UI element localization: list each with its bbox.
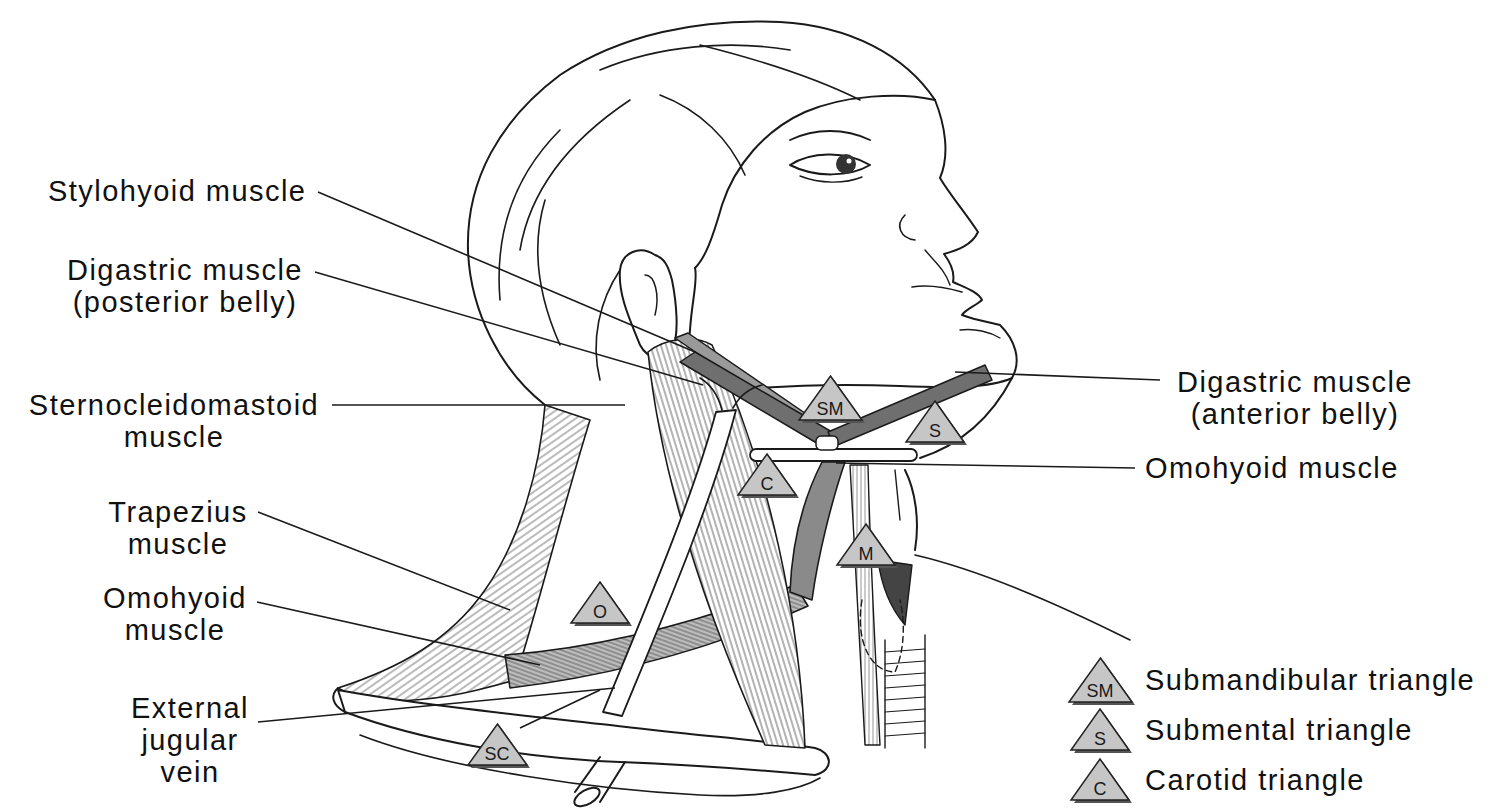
triangle-abbreviation: M bbox=[859, 545, 874, 563]
legend-row: Submandibular triangle bbox=[1145, 664, 1475, 696]
structure-label: Omohyoid muscle bbox=[90, 582, 260, 646]
triangle-marker: S bbox=[904, 400, 966, 444]
triangle-abbreviation: SM bbox=[1087, 682, 1114, 700]
leader-lines bbox=[257, 192, 1160, 728]
legend-text: Carotid triangle bbox=[1145, 764, 1365, 796]
legend-row: Carotid triangle bbox=[1145, 764, 1365, 796]
label-slot: Digastric muscle (posterior belly) bbox=[55, 254, 315, 318]
triangle-abbreviation: O bbox=[593, 603, 607, 621]
structure-label: Trapezius muscle bbox=[93, 496, 263, 560]
label-slot: Omohyoid muscle bbox=[90, 582, 260, 646]
triangle-abbreviation: SM bbox=[817, 400, 844, 418]
triangle-marker: SC bbox=[466, 723, 529, 767]
label-slot: Digastric muscle (anterior belly) bbox=[1165, 366, 1425, 430]
triangle-marker: O bbox=[569, 581, 631, 625]
label-slot: External jugular vein bbox=[120, 692, 260, 788]
label-slot: Trapezius muscle bbox=[93, 496, 263, 560]
structure-label: Omohyoid muscle bbox=[1145, 452, 1399, 484]
triangle-abbreviation: S bbox=[929, 422, 941, 440]
structure-label: Digastric muscle (anterior belly) bbox=[1165, 366, 1425, 430]
triangle-abbreviation: SC bbox=[484, 745, 509, 763]
structure-label: External jugular vein bbox=[120, 692, 260, 788]
legend-text: Submental triangle bbox=[1145, 714, 1413, 746]
triangle-marker: M bbox=[835, 523, 897, 567]
structure-label: Stylohyoid muscle bbox=[48, 175, 306, 207]
triangle-marker: SM bbox=[1067, 657, 1134, 704]
triangle-marker: C bbox=[1069, 758, 1131, 802]
legend-row: Submental triangle bbox=[1145, 714, 1413, 746]
label-slot: Sternocleidomastoid muscle bbox=[19, 389, 329, 453]
legend-text: Submandibular triangle bbox=[1145, 664, 1475, 696]
triangle-abbreviation: C bbox=[761, 475, 774, 493]
structure-label: Sternocleidomastoid muscle bbox=[19, 389, 329, 453]
triangle-marker: S bbox=[1069, 708, 1131, 752]
label-slot: Stylohyoid muscle bbox=[48, 175, 306, 207]
triangle-marker: C bbox=[736, 453, 798, 497]
structure-label: Digastric muscle (posterior belly) bbox=[55, 254, 315, 318]
triangle-abbreviation: C bbox=[1094, 780, 1107, 798]
label-slot: Omohyoid muscle bbox=[1145, 452, 1399, 484]
triangle-abbreviation: S bbox=[1094, 730, 1106, 748]
triangle-marker: SM bbox=[797, 375, 864, 422]
